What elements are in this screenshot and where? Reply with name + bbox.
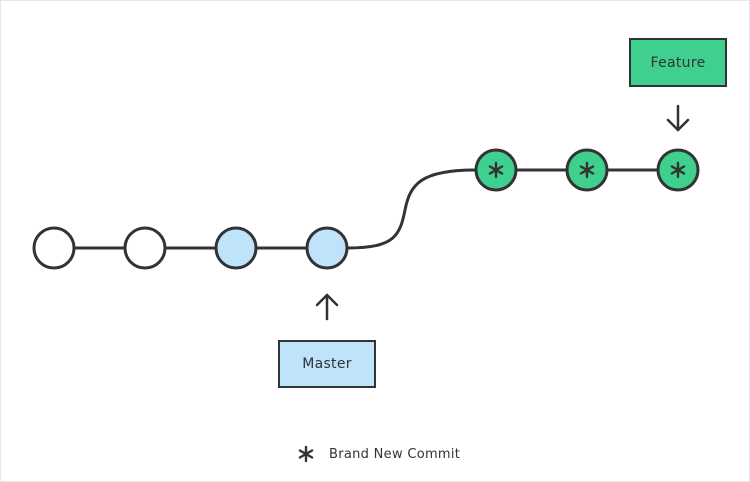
master-branch-label: Master — [278, 340, 376, 388]
asterisk-icon — [488, 161, 504, 179]
commit-node-3 — [214, 226, 258, 270]
asterisk-icon — [298, 445, 314, 463]
feature-branch-label: Feature — [629, 38, 727, 87]
legend: Brand New Commit — [297, 444, 460, 464]
asterisk-icon — [670, 161, 686, 179]
commit-node-1 — [32, 226, 76, 270]
feature-label-text: Feature — [650, 54, 706, 71]
arrow-down-icon — [666, 104, 690, 132]
commit-node-4 — [305, 226, 349, 270]
legend-label: Brand New Commit — [329, 446, 461, 462]
arrow-up-icon — [315, 293, 339, 321]
branch-curve — [347, 168, 476, 250]
commit-node-2 — [123, 226, 167, 270]
master-label-text: Master — [302, 356, 352, 372]
asterisk-icon — [579, 161, 595, 179]
